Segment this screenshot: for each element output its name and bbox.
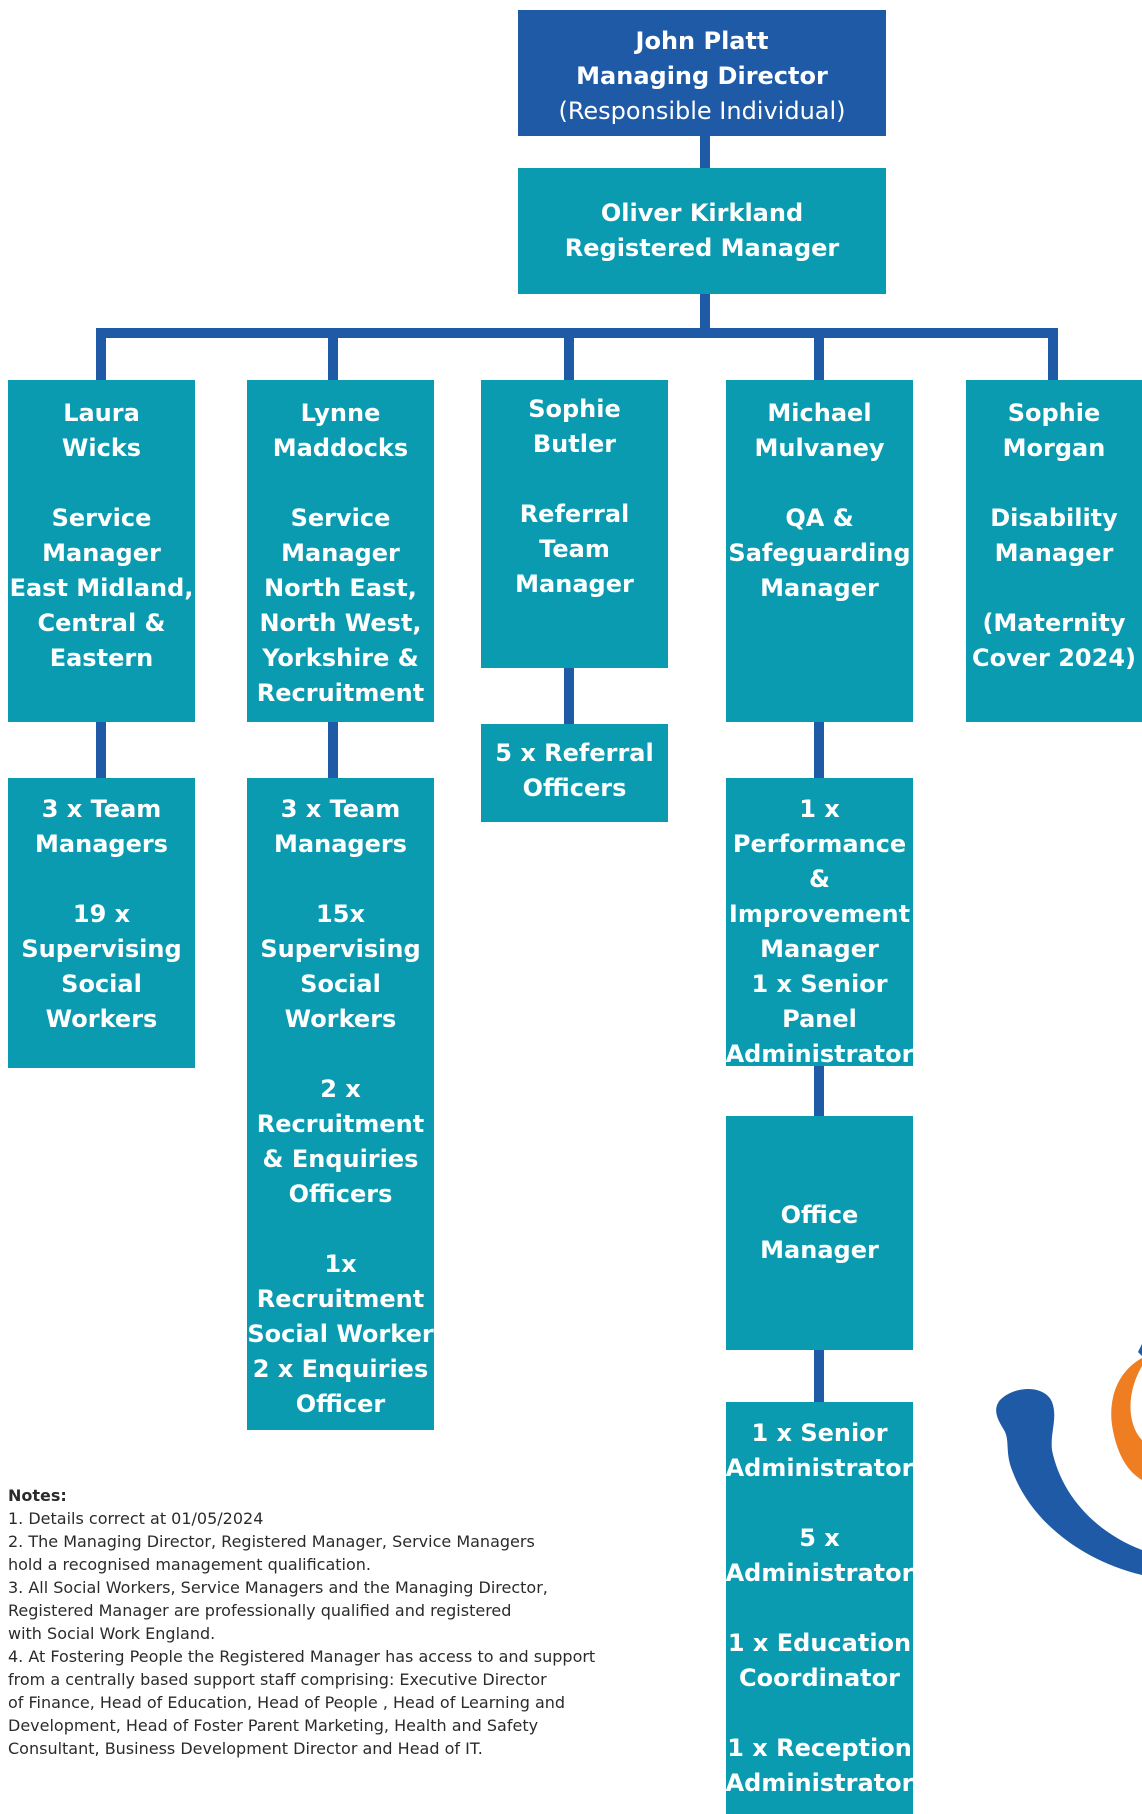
team-text: Office Manager: [760, 1201, 879, 1264]
managing-director-name: John Platt: [635, 27, 769, 55]
connector-michael-2: [814, 1066, 824, 1116]
team-text: 5 x Referral Officers: [495, 739, 654, 802]
connector-rm-to-bus: [700, 294, 710, 334]
manager-text: Laura Wicks Service Manager East Midland…: [9, 399, 194, 672]
manager-box-michael-mulvaney: Michael Mulvaney QA & Safeguarding Manag…: [726, 380, 913, 722]
drop-sophie-butler: [564, 328, 574, 380]
drop-michael: [814, 328, 824, 380]
note-4: 4. At Fostering People the Registered Ma…: [8, 1647, 596, 1758]
drop-laura: [96, 328, 106, 380]
team-text: 1 x Senior Administrator 5 x Administrat…: [725, 1419, 914, 1797]
notes-section: Notes: 1. Details correct at 01/05/2024 …: [8, 1484, 668, 1760]
manager-box-lynne-maddocks: Lynne Maddocks Service Manager North Eas…: [247, 380, 434, 722]
manager-box-laura-wicks: Laura Wicks Service Manager East Midland…: [8, 380, 195, 722]
manager-box-sophie-morgan: Sophie Morgan Disability Manager (Matern…: [966, 380, 1142, 722]
connector-top-to-rm: [700, 136, 710, 170]
team-text: 3 x Team Managers 19 x Supervising Socia…: [21, 795, 182, 1033]
managing-director-title: Managing Director: [576, 62, 828, 90]
manager-text: Lynne Maddocks Service Manager North Eas…: [256, 399, 425, 707]
connector-lynne-team: [328, 722, 338, 778]
horizontal-bus: [96, 328, 1058, 338]
registered-manager-text: Oliver Kirkland Registered Manager: [564, 199, 840, 262]
team-box-sophie-butler: 5 x Referral Officers: [481, 724, 668, 822]
connector-laura-team: [96, 722, 106, 778]
drop-sophie-morgan: [1048, 328, 1058, 380]
note-1: 1. Details correct at 01/05/2024: [8, 1509, 264, 1528]
notes-title: Notes:: [8, 1486, 67, 1505]
team-text: 1 x Performance & Improvement Manager 1 …: [725, 795, 914, 1068]
manager-text: Sophie Morgan Disability Manager (Matern…: [972, 399, 1136, 672]
team-box-michael-2: Office Manager: [726, 1116, 913, 1350]
connector-michael-1: [814, 722, 824, 778]
team-box-michael-1: 1 x Performance & Improvement Manager 1 …: [726, 778, 913, 1068]
note-2: 2. The Managing Director, Registered Man…: [8, 1532, 535, 1574]
connector-sophie-butler-team: [564, 668, 574, 724]
team-box-laura: 3 x Team Managers 19 x Supervising Socia…: [8, 778, 195, 1068]
drop-lynne: [328, 328, 338, 380]
managing-director-subtitle: (Responsible Individual): [558, 97, 846, 125]
manager-text: Michael Mulvaney QA & Safeguarding Manag…: [728, 399, 911, 602]
managing-director-box: John Platt Managing Director (Responsibl…: [518, 10, 886, 136]
manager-text: Sophie Butler Referral Team Manager: [515, 395, 634, 598]
team-box-michael-3: 1 x Senior Administrator 5 x Administrat…: [726, 1402, 913, 1814]
manager-box-sophie-butler: Sophie Butler Referral Team Manager: [481, 380, 668, 668]
connector-michael-3: [814, 1350, 824, 1402]
team-box-lynne: 3 x Team Managers 15x Supervising Social…: [247, 778, 434, 1430]
team-text: 3 x Team Managers 15x Supervising Social…: [247, 795, 434, 1418]
registered-manager-box: Oliver Kirkland Registered Manager: [518, 168, 886, 294]
note-3: 3. All Social Workers, Service Managers …: [8, 1578, 548, 1643]
